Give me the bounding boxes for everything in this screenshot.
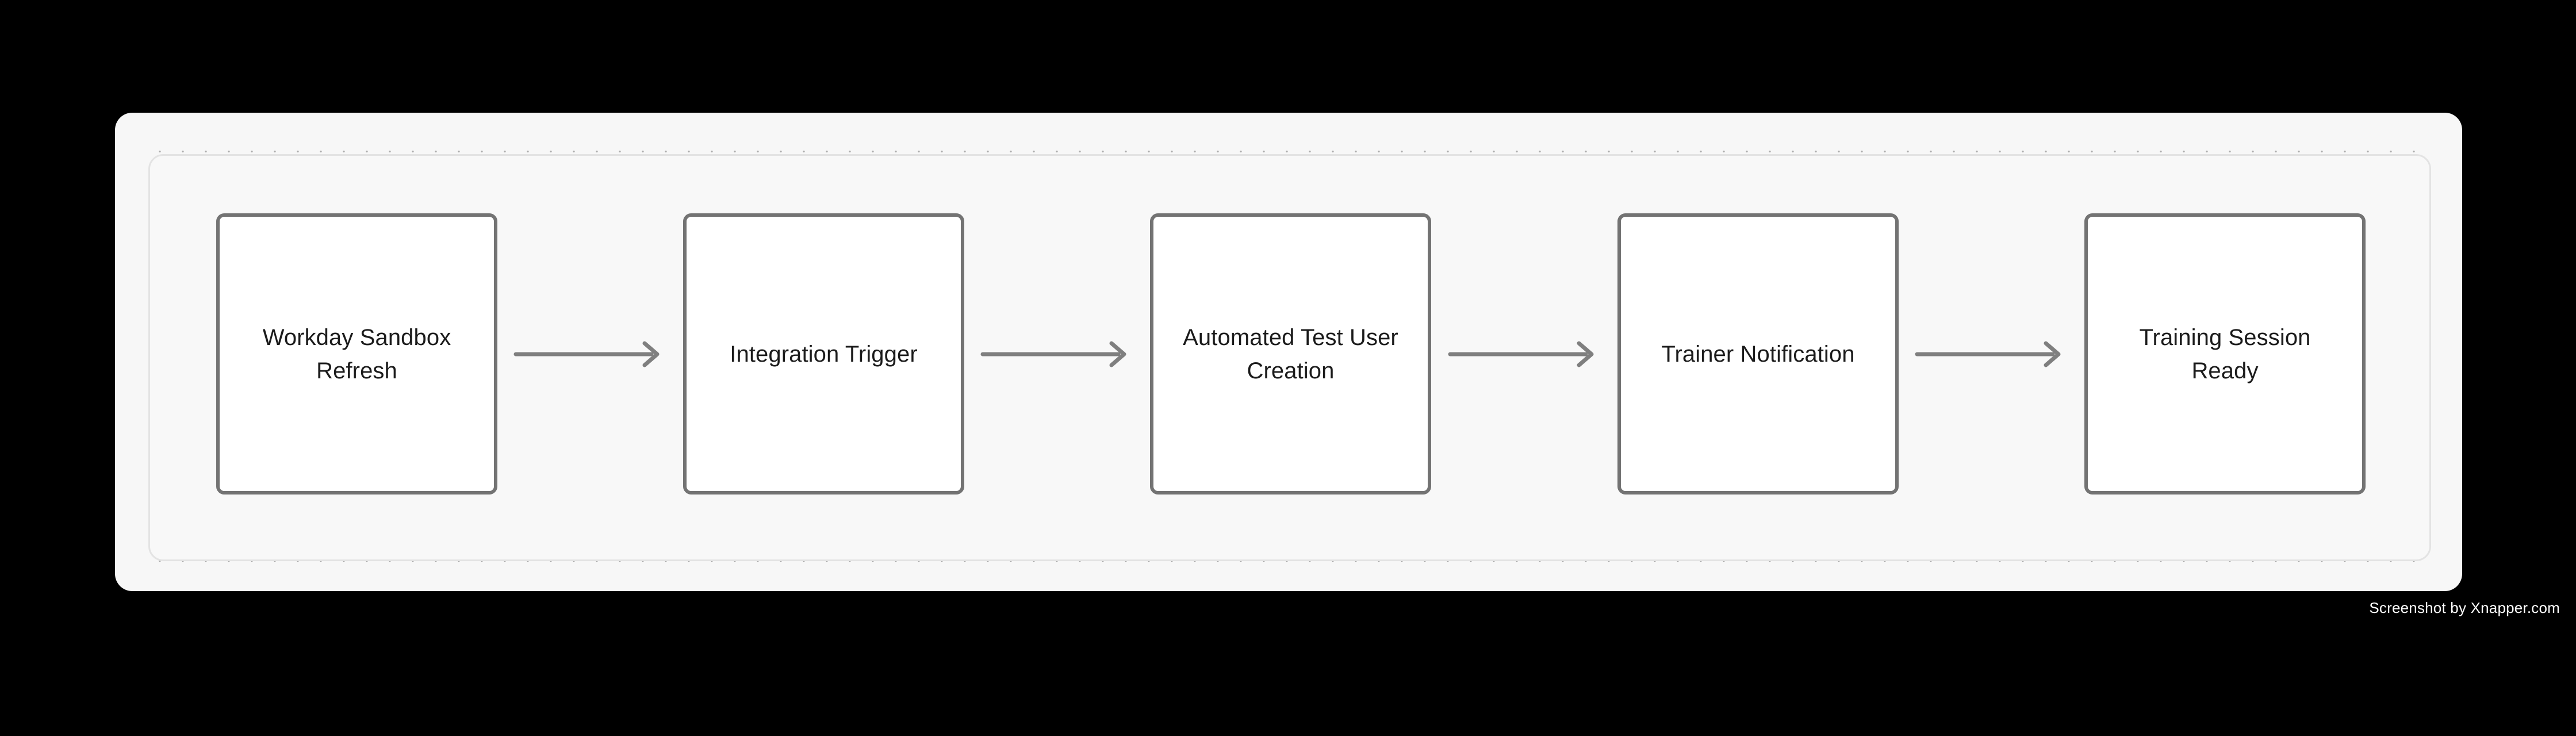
flowchart: Workday Sandbox Refresh Integration Trig… (150, 156, 2429, 559)
flow-node-training-session-ready[interactable]: Training Session Ready (2084, 213, 2366, 494)
arrow-right-icon (980, 341, 1126, 367)
watermark-text: Screenshot by Xnapper.com (2369, 599, 2560, 616)
screenshot-card: Workday Sandbox Refresh Integration Trig… (115, 113, 2462, 591)
arrow-right-icon (513, 341, 660, 367)
arrow-right-icon (1915, 341, 2061, 367)
flow-node-integration-trigger[interactable]: Integration Trigger (683, 213, 964, 494)
flow-node-label: Integration Trigger (730, 341, 918, 367)
flow-node-label: Training Session Ready (2139, 324, 2311, 384)
flow-connector-arrow-2 (980, 341, 1137, 367)
diagram-panel: Workday Sandbox Refresh Integration Trig… (148, 154, 2431, 561)
arrow-right-icon (1448, 341, 1594, 367)
flow-node-trainer-notification[interactable]: Trainer Notification (1617, 213, 1899, 494)
flow-connector-arrow-3 (1448, 341, 1604, 367)
flow-node-workday-sandbox-refresh[interactable]: Workday Sandbox Refresh (216, 213, 497, 494)
flow-node-label: Automated Test User Creation (1183, 324, 1398, 384)
perforation-dots-top (148, 150, 2431, 154)
flow-node-automated-test-user-creation[interactable]: Automated Test User Creation (1150, 213, 1431, 494)
flow-node-label: Trainer Notification (1661, 341, 1855, 367)
flow-connector-arrow-1 (513, 341, 670, 367)
flow-connector-arrow-4 (1915, 341, 2071, 367)
flow-node-label: Workday Sandbox Refresh (262, 324, 451, 384)
